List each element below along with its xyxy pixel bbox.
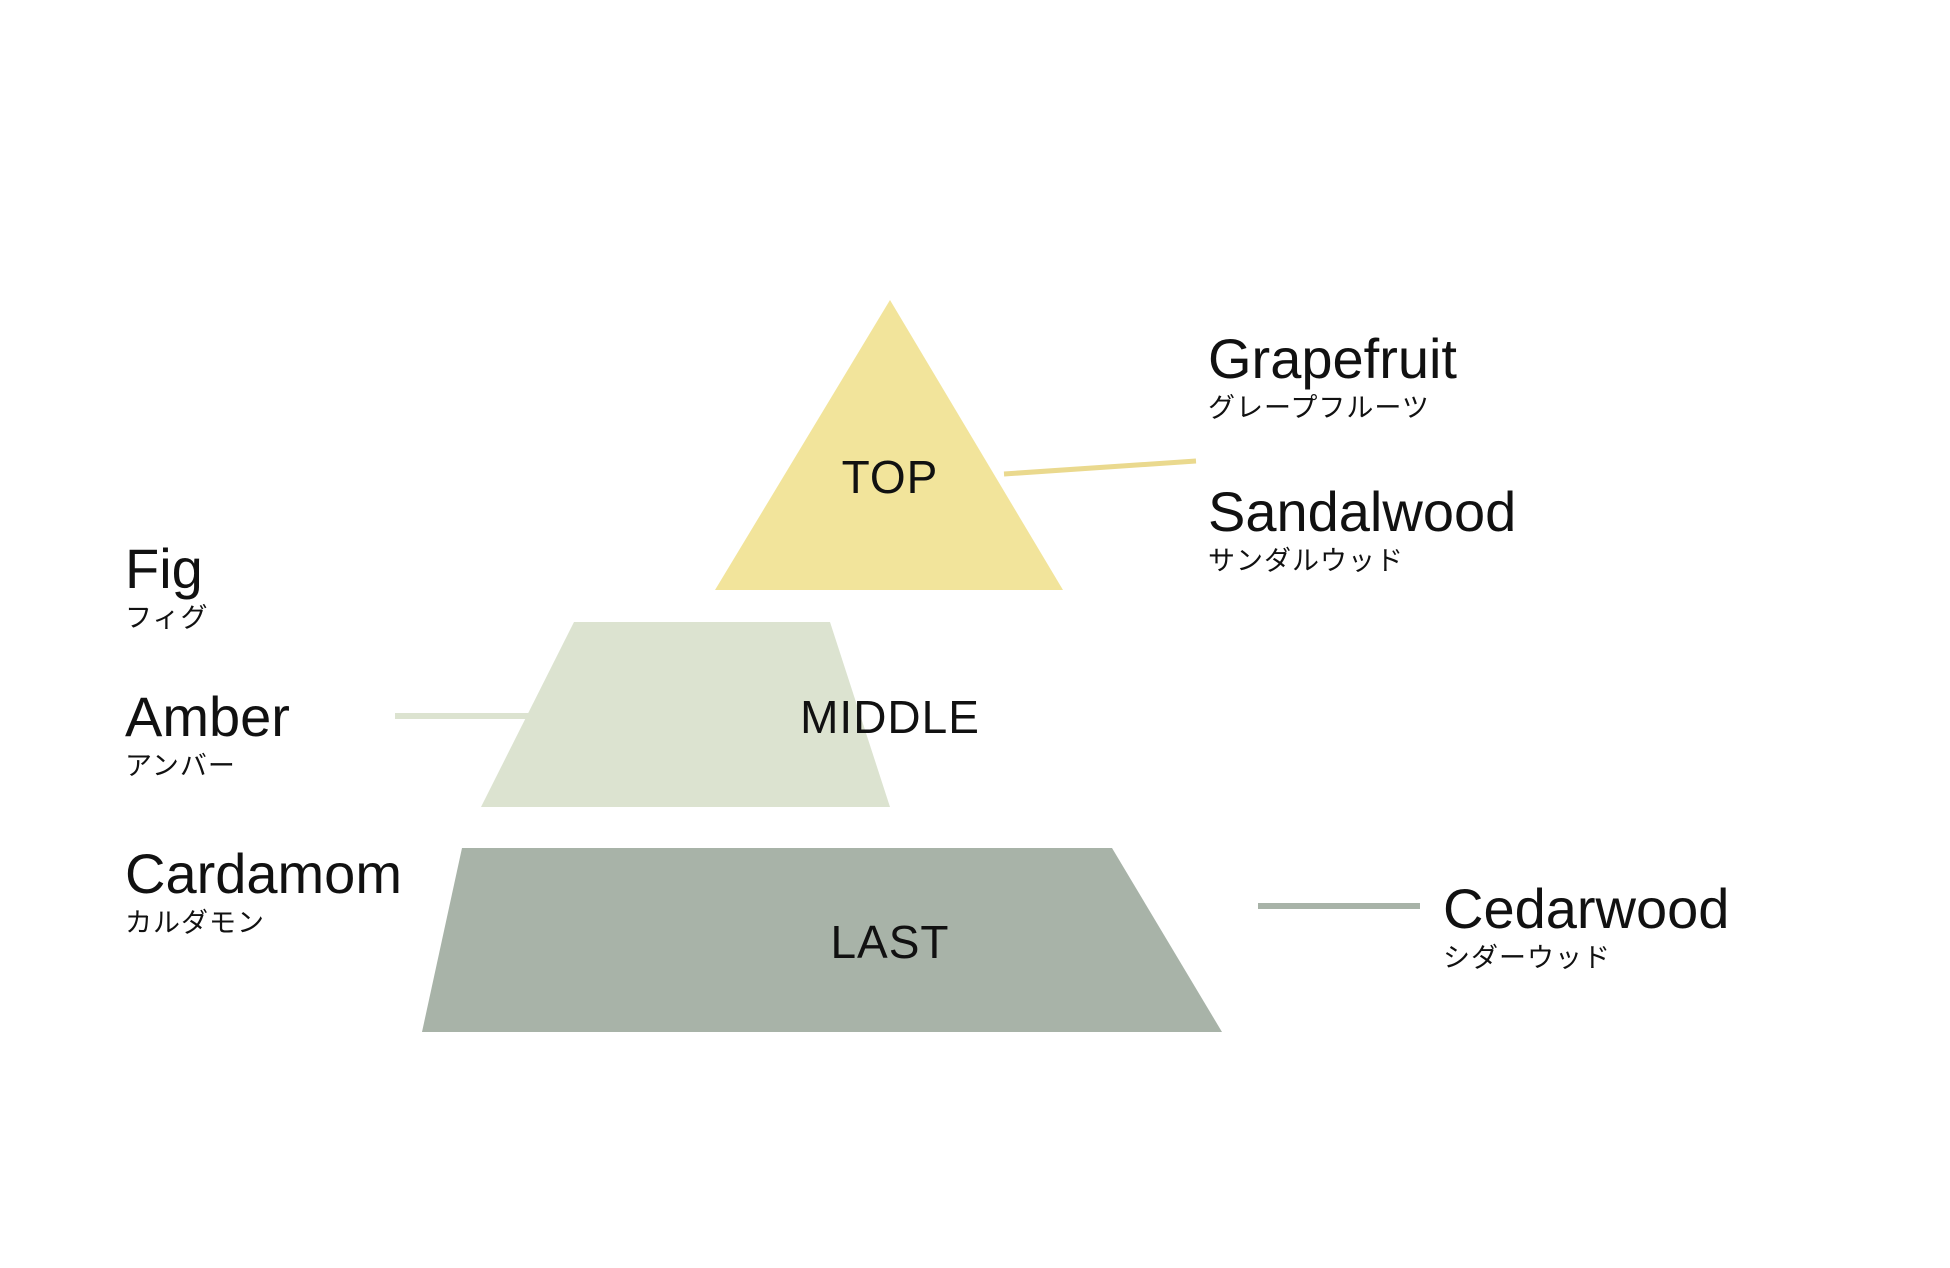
note-amber: Amber アンバー: [125, 685, 290, 783]
note-cardamom-en: Cardamom: [125, 842, 402, 905]
note-sandalwood-ja: サンダルウッド: [1208, 546, 1404, 577]
connector-line-top: [1003, 458, 1197, 477]
pyramid-tier-top-shape: [715, 300, 1063, 590]
pyramid-tier-last-shape: [422, 848, 1222, 1032]
tier-label-top: TOP: [841, 451, 939, 503]
note-cedarwood-ja: シダーウッド: [1443, 943, 1611, 974]
tier-label-middle: MIDDLE: [800, 691, 980, 743]
note-cardamom-ja: カルダモン: [125, 908, 265, 939]
tier-label-last: LAST: [830, 916, 950, 968]
note-cardamom: Cardamom カルダモン: [125, 842, 402, 940]
pyramid-tier-middle-shape: [481, 622, 890, 807]
note-amber-en: Amber: [125, 685, 290, 748]
note-grapefruit-en: Grapefruit: [1208, 327, 1457, 390]
note-grapefruit: Grapefruit グレープフルーツ: [1208, 327, 1457, 425]
note-sandalwood-en: Sandalwood: [1208, 480, 1517, 543]
note-grapefruit-ja: グレープフルーツ: [1208, 393, 1430, 424]
note-sandalwood: Sandalwood サンダルウッド: [1208, 480, 1517, 578]
note-amber-ja: アンバー: [125, 751, 236, 782]
note-fig-en: Fig: [125, 537, 203, 600]
note-fig: Fig フィグ: [125, 537, 209, 635]
note-cedarwood-en: Cedarwood: [1443, 877, 1730, 940]
note-cedarwood: Cedarwood シダーウッド: [1443, 877, 1730, 975]
note-fig-ja: フィグ: [125, 603, 209, 634]
